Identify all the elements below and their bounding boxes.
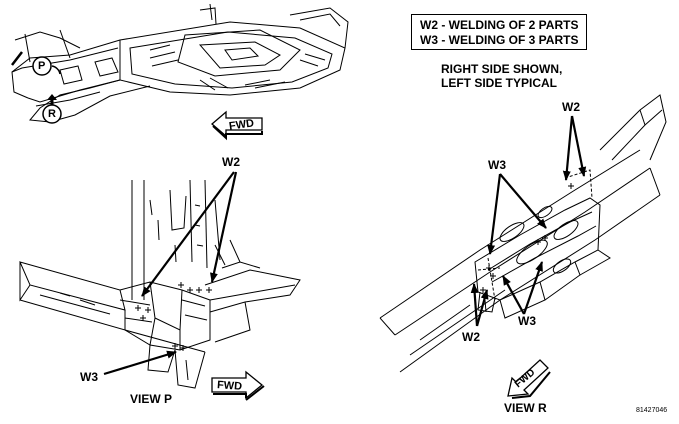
view-p-w2-label: W2 xyxy=(222,155,240,169)
view-r-w2-top-label: W2 xyxy=(562,100,580,114)
callout-r-label: R xyxy=(48,108,56,120)
view-r-leaders xyxy=(470,115,587,327)
view-p-drawing xyxy=(19,179,301,389)
figure-id: 81427046 xyxy=(636,407,668,414)
callout-r-marker xyxy=(42,94,62,124)
fwd-arrow-overview xyxy=(211,110,263,141)
view-r-drawing xyxy=(379,94,667,373)
view-p-title: VIEW P xyxy=(130,392,173,406)
view-p-leaders xyxy=(103,171,238,376)
view-r-w2-bottom-label: W2 xyxy=(462,330,480,344)
legend-w2: W2 - WELDING OF 2 PARTS xyxy=(420,18,579,32)
fwd-arrow-view-r xyxy=(507,359,551,399)
view-r-w3-top-label: W3 xyxy=(488,158,506,172)
fwd-arrow-view-p xyxy=(211,370,265,401)
note-line-2: LEFT SIDE TYPICAL xyxy=(441,76,558,90)
callout-p-marker xyxy=(11,51,61,76)
legend-w3: W3 - WELDING OF 3 PARTS xyxy=(420,33,579,47)
note-line-1: RIGHT SIDE SHOWN, xyxy=(441,62,563,76)
fwd-label-view-p: FWD xyxy=(216,379,243,393)
callout-p-label: P xyxy=(38,60,46,72)
vehicle-overview-drawing xyxy=(11,3,349,123)
weld-legend: W2 - WELDING OF 2 PARTS W3 - WELDING OF … xyxy=(411,14,587,50)
view-p-w3-label: W3 xyxy=(80,370,98,384)
view-r-title: VIEW R xyxy=(504,401,547,415)
view-r-w3-bottom-label: W3 xyxy=(518,314,536,328)
